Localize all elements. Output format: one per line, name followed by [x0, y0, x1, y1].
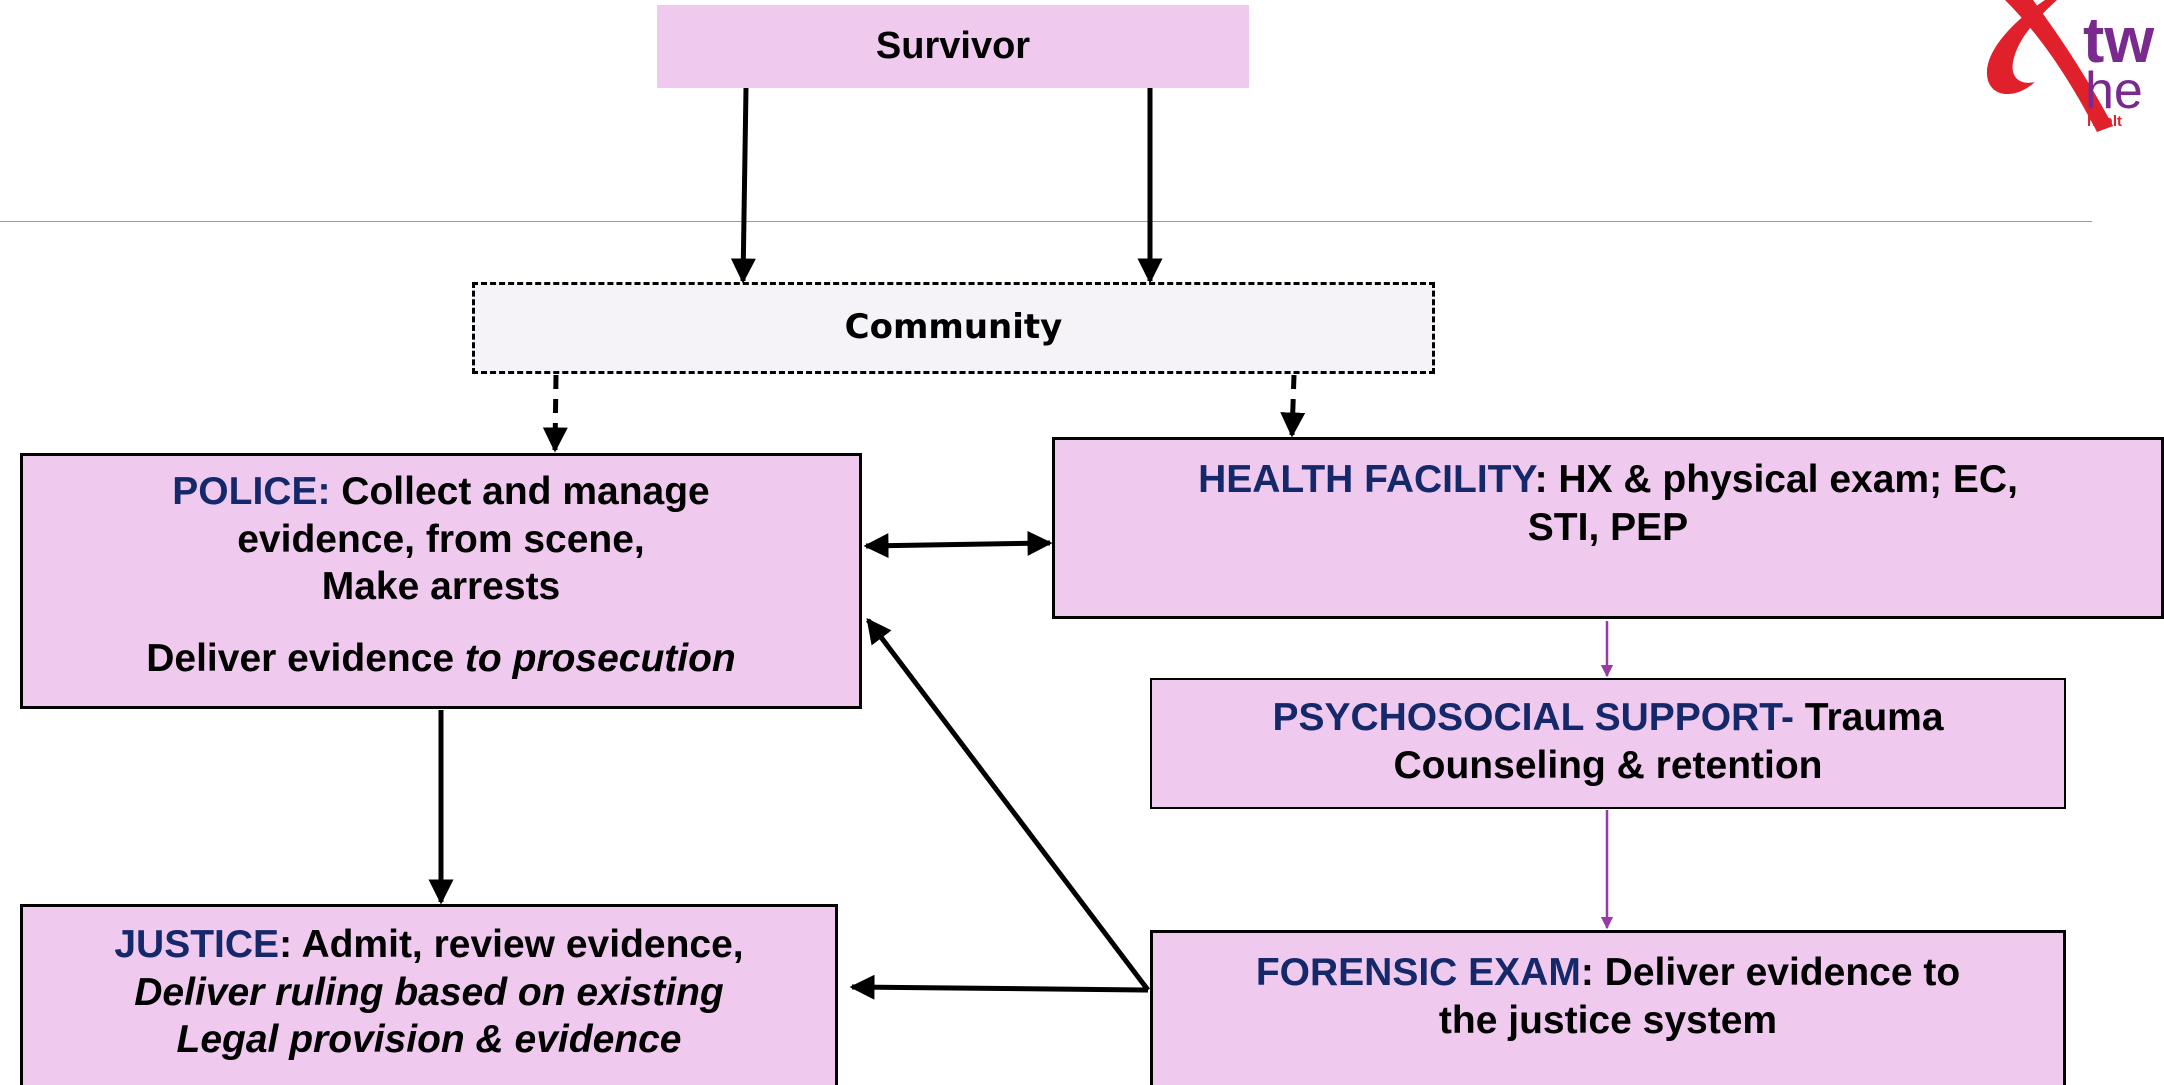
arrow-police-health: [863, 530, 1053, 559]
police-line-2: evidence, from scene,: [237, 517, 645, 561]
arrow-community-to-police: [542, 374, 568, 453]
arrow-community-to-health: [1280, 374, 1306, 438]
node-health-facility: HEALTH FACILITY: HX & physical exam; EC,…: [1052, 437, 2164, 619]
arrow-survivor-to-community-left: [730, 87, 756, 284]
police-keyword: POLICE:: [172, 470, 331, 513]
forensic-line-2: the justice system: [1438, 998, 1778, 1042]
node-community-label: Community: [844, 307, 1063, 348]
health-line-2: STI, PEP: [1527, 505, 1689, 549]
node-community: Community: [472, 282, 1435, 374]
node-forensic-exam: FORENSIC EXAM: Deliver evidence to the j…: [1150, 930, 2066, 1085]
police-line-3: Make arrests: [321, 565, 561, 609]
health-keyword: HEALTH FACILITY: [1198, 458, 1535, 501]
organization-logo: tw he healt: [1975, 0, 2164, 140]
node-justice: JUSTICE: Admit, review evidence, Deliver…: [20, 904, 838, 1085]
justice-line-1: JUSTICE: Admit, review evidence,: [23, 921, 835, 969]
svg-text:he: he: [2085, 62, 2143, 120]
police-text-4-italic: to prosecution: [464, 636, 736, 680]
node-survivor: Survivor: [657, 5, 1249, 88]
psycho-line-2: Counseling & retention: [1393, 743, 1823, 787]
justice-line-2: Deliver ruling based on existing: [134, 970, 724, 1014]
svg-text:healt: healt: [2087, 113, 2122, 130]
psycho-text-1: Trauma: [1793, 696, 1944, 739]
forensic-keyword: FORENSIC EXAM: [1255, 951, 1581, 994]
svg-text:tw: tw: [2083, 4, 2154, 76]
node-psychosocial-support: PSYCHOSOCIAL SUPPORT- Trauma Counseling …: [1150, 678, 2066, 809]
node-police: POLICE: Collect and manage evidence, fro…: [20, 453, 862, 709]
police-line-4: Deliver evidence to prosecution: [23, 635, 859, 683]
justice-keyword: JUSTICE: [114, 923, 280, 966]
psycho-keyword: PSYCHOSOCIAL SUPPORT-: [1272, 696, 1794, 739]
forensic-text-1: : Deliver evidence to: [1580, 951, 1961, 994]
police-text-1: Collect and manage: [330, 470, 710, 513]
police-line-1: POLICE: Collect and manage: [23, 468, 859, 516]
forensic-line-1: FORENSIC EXAM: Deliver evidence to: [1153, 949, 2063, 997]
justice-line-3: Legal provision & evidence: [176, 1018, 682, 1062]
node-survivor-label: Survivor: [875, 25, 1031, 68]
health-text-1: : HX & physical exam; EC,: [1534, 458, 2018, 501]
police-text-4: Deliver evidence: [146, 636, 465, 680]
justice-text-1: : Admit, review evidence,: [279, 923, 744, 966]
arrow-forensic-to-police: [866, 618, 1150, 992]
health-line-1: HEALTH FACILITY: HX & physical exam; EC,: [1055, 456, 2161, 504]
psycho-line-1: PSYCHOSOCIAL SUPPORT- Trauma: [1152, 694, 2064, 742]
arrow-forensic-to-justice: [849, 974, 1149, 1000]
header-divider: [0, 221, 2092, 222]
